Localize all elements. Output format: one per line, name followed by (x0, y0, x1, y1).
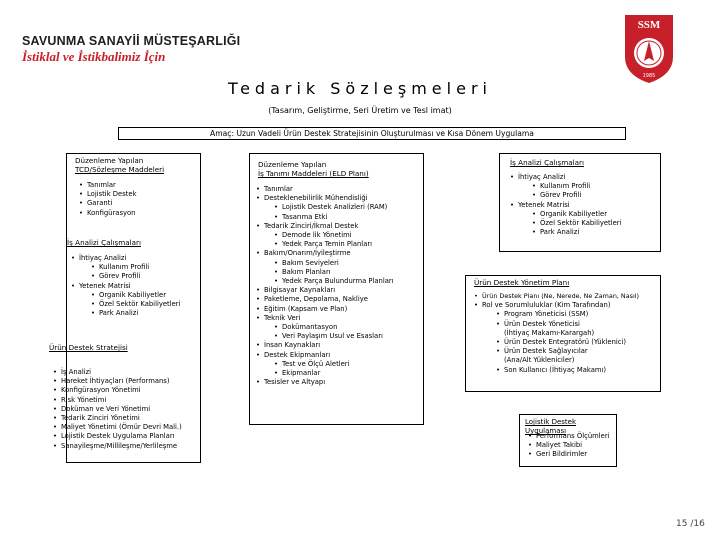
list-item: Ürün Destek Planı (Ne, Nerede, Ne Zaman,… (474, 292, 639, 301)
logistics-support-list: Performans Ölçümleri Maliyet Takibi Geri… (528, 432, 610, 460)
list-item-continuation: (İhtiyaç Makamı-Karargah) (504, 328, 595, 337)
list-item: Konfigürasyon (79, 209, 137, 218)
page-subtitle: (Tasarım, Geliştirme, Seri Üretim ve Tes… (268, 106, 452, 115)
list-item: Organik Kabiliyetler (532, 210, 621, 219)
tcd-heading-line1: Düzenleme Yapılan (75, 156, 144, 165)
support-management-plan-heading: Ürün Destek Yönetim Planı (474, 278, 570, 287)
list-item: Garanti (79, 199, 137, 208)
logistics-support-box: Lojistik Destek Uygulaması Performans Öl… (519, 414, 617, 467)
list-item: Dokümantasyon (274, 323, 394, 332)
list-item: Tedarik Zinciri Yönetimi (53, 414, 182, 423)
aim-banner: Amaç: Uzun Vadeli Ürün Destek Stratejisi… (118, 127, 626, 140)
logo-year: 1985 (643, 73, 656, 79)
list-item: Veri Paylaşım Usul ve Esasları (274, 332, 394, 341)
list-item: İş Analizi (53, 368, 182, 377)
list-item: Risk Yönetimi (53, 396, 182, 405)
list-item: Ürün Destek Sağlayıcılar (496, 347, 661, 356)
list-item: Özel Sektör Kabiliyetleri (91, 300, 181, 309)
list-item: Tanımlar (256, 185, 376, 194)
tcd-list: Tanımlar Lojistik Destek Garanti Konfigü… (79, 181, 137, 218)
organization-motto: İstiklal ve İstikbalimiz İçin (22, 49, 166, 64)
list-item: Organik Kabiliyetler (91, 291, 180, 300)
list-item: Ürün Destek Yöneticisi (496, 320, 661, 329)
list-item: Paketleme, Depolama, Nakliye (256, 295, 376, 304)
product-support-strategy-list: İş Analizi Hareket İhtiyaçları (Performa… (53, 368, 182, 451)
list-item: Yedek Parça Temin Planları (274, 240, 394, 249)
list-item: İhtiyaç Analizi (510, 173, 599, 182)
organization-header: SAVUNMA SANAYİİ MÜSTEŞARLIĞI İstiklal ve… (22, 34, 240, 65)
list-item: Sanayileşme/Millileşme/Yerlileşme (53, 442, 182, 451)
work-analysis-title: İş Analizi Çalışmaları (67, 238, 141, 247)
work-definition-heading: Düzenleme Yapılan İş Tanımı Maddeleri (E… (258, 160, 369, 178)
organization-name: SAVUNMA SANAYİİ MÜSTEŞARLIĞI (22, 34, 241, 48)
list-item: Hareket İhtiyaçları (Performans) (53, 377, 182, 386)
list-item: Lojistik Destek Analizleri (RAM) (274, 203, 394, 212)
list-item: Lojistik Destek Uygulama Planları (53, 432, 182, 441)
list-item: Kullanım Profili (532, 182, 621, 191)
list-item: Maliyet Takibi (528, 441, 610, 450)
list-item: Doküman ve Veri Yönetimi (53, 405, 182, 414)
list-item: Geri Bildirimler (528, 450, 610, 459)
list-item: Teknik Veri (256, 314, 376, 323)
list-item: Kullanım Profili (91, 263, 180, 272)
list-item: Demode lik Yönetimi (274, 231, 394, 240)
tcd-contract-box: Düzenleme Yapılan TCD/Sözleşme Maddeleri… (49, 153, 201, 463)
list-item: Bilgisayar Kaynakları (256, 286, 376, 295)
work-analysis-box: İş Analizi Çalışmaları İhtiyaç Analizi K… (499, 153, 661, 252)
list-item: Yetenek Matrisi (510, 201, 599, 210)
list-item: Desteklenebilirlik Mühendisliği (256, 194, 376, 203)
work-definition-heading-line1: Düzenleme Yapılan (258, 160, 327, 169)
list-item: Tanımlar (79, 181, 137, 190)
logo-text: SSM (638, 19, 661, 31)
list-item: Özel Sektör Kabiliyetleri (532, 219, 622, 228)
work-analysis-box-list: İhtiyaç Analizi Kullanım Profili Görev P… (500, 173, 622, 238)
list-item: İnsan Kaynakları (256, 341, 376, 350)
list-item: Tasarıma Etki (274, 213, 394, 222)
list-item: Eğitim (Kapsam ve Plan) (256, 305, 376, 314)
list-item: Maliyet Yönetimi (Ömür Devri Mali.) (53, 423, 182, 432)
list-item: Tesisler ve Altyapı (256, 378, 376, 387)
work-definition-heading-line2: İş Tanımı Maddeleri (ELD Planı) (258, 169, 369, 178)
tcd-heading-line2: TCD/Sözleşme Maddeleri (75, 165, 165, 174)
list-item-continuation: (Ana/Alt Yükleniciler) (504, 356, 575, 365)
page-number: 15 /16 (676, 519, 705, 529)
work-analysis-heading: İş Analizi Çalışmaları (510, 158, 584, 167)
list-item: Park Analizi (532, 228, 621, 237)
list-item: Program Yöneticisi (SSM) (496, 310, 661, 319)
list-item: Tedarik Zinciri/İkmal Destek (256, 222, 376, 231)
list-item: Ürün Destek Entegratörü (Yüklenici) (496, 338, 661, 347)
support-management-plan-list: Ürün Destek Planı (Ne, Nerede, Ne Zaman,… (466, 292, 639, 375)
tcd-heading: Düzenleme Yapılan TCD/Sözleşme Maddeleri (75, 156, 164, 174)
ssm-logo: SSM 1985 (623, 13, 675, 85)
page-title: Tedarik Sözleşmeleri (228, 79, 492, 98)
list-item: Son Kullanıcı (İhtiyaç Makamı) (496, 366, 661, 375)
list-item: Ekipmanlar (274, 369, 394, 378)
list-item: Test ve Ölçü Aletleri (274, 360, 394, 369)
list-item: Lojistik Destek (79, 190, 136, 199)
logistics-support-heading: Lojistik Destek Uygulaması (525, 418, 577, 435)
list-item: Rol ve Sorumluluklar (Kim Tarafından) (474, 301, 639, 310)
list-item: Görev Profili (91, 272, 180, 281)
list-item: Bakım Seviyeleri (274, 259, 394, 268)
list-item: Görev Profili (532, 191, 621, 200)
list-item: İhtiyaç Analizi (71, 254, 160, 263)
work-analysis-list: İhtiyaç Analizi Kullanım Profili Görev P… (67, 254, 181, 319)
product-support-strategy-title: Ürün Destek Stratejisi (49, 343, 128, 352)
list-item: Konfigürasyon Yönetimi (53, 386, 182, 395)
support-management-plan-box: Ürün Destek Yönetim Planı Ürün Destek Pl… (465, 275, 661, 392)
list-item: Yedek Parça Bulundurma Planları (274, 277, 394, 286)
list-item: Performans Ölçümleri (528, 432, 609, 441)
work-definition-box: Düzenleme Yapılan İş Tanımı Maddeleri (E… (249, 153, 424, 425)
list-item: Bakım Planları (274, 268, 394, 277)
list-item: Destek Ekipmanları (256, 351, 376, 360)
list-item: Park Analizi (91, 309, 180, 318)
list-item: Yetenek Matrisi (71, 282, 160, 291)
work-definition-list: Tanımlar Desteklenebilirlik Mühendisliği… (250, 185, 394, 388)
list-item: Bakım/Onarım/İyileştirme (256, 249, 376, 258)
